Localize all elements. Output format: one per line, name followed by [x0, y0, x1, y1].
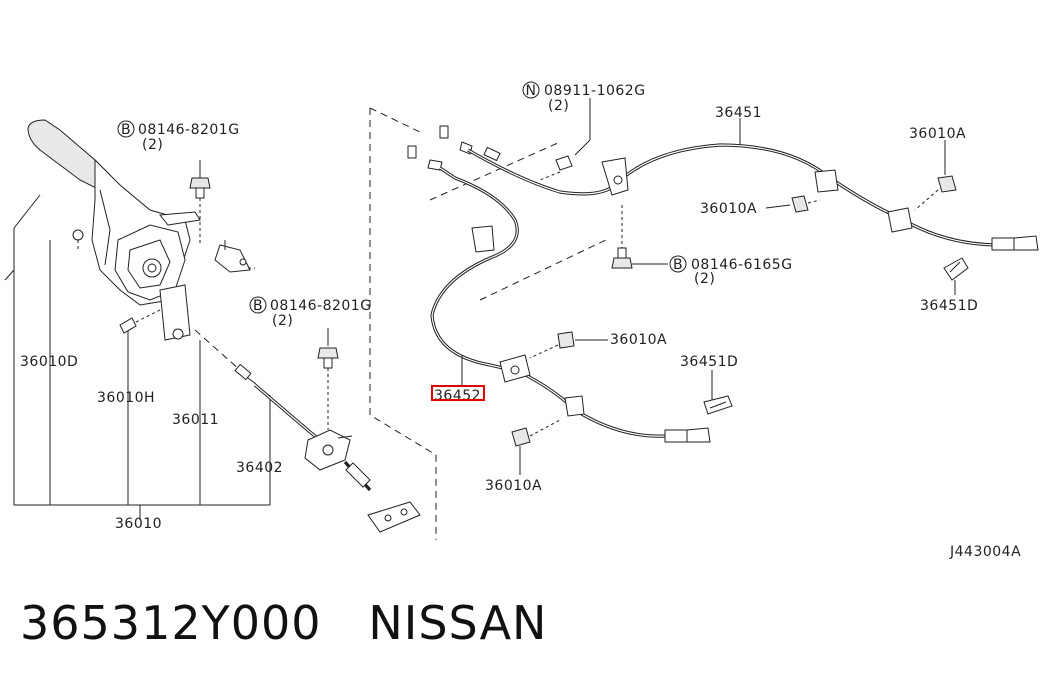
nut-08911-icon	[539, 98, 591, 181]
badge-b-mid: B	[249, 296, 267, 314]
bolt-36010d-icon	[72, 229, 84, 250]
bolt-08146-8201g-mid-icon	[317, 328, 339, 430]
label-bolt-mid-qty: (2)	[272, 313, 293, 329]
clip-36451d-right-icon	[943, 257, 969, 295]
label-diagram-code: J443004A	[949, 544, 1021, 560]
bolt-36010a-right-icon	[914, 140, 957, 211]
label-36010a-bottom: 36010A	[485, 478, 542, 494]
svg-text:B: B	[673, 257, 683, 273]
bolt-36010a-mid-icon	[529, 331, 608, 359]
bolt-36010a-bottom-icon	[511, 419, 561, 475]
bolt-08146-6165g-icon	[611, 205, 668, 269]
label-nut-qty: (2)	[548, 98, 569, 114]
label-36011: 36011	[172, 412, 219, 428]
svg-text:B: B	[253, 298, 263, 314]
highlight-box	[431, 385, 485, 401]
assembly-bracket-lines	[4, 194, 271, 520]
cable-bracket-front	[214, 240, 255, 273]
svg-text:B: B	[121, 122, 131, 138]
bolt-36010a-upper-icon	[765, 195, 821, 213]
label-36010h: 36010H	[97, 390, 155, 406]
label-bolt-08146-8201g-mid: 08146-8201G	[270, 298, 372, 314]
subassembly-frame	[369, 107, 437, 540]
part-number-title: 365312Y000 NISSAN	[20, 596, 548, 650]
label-bolt-top-qty: (2)	[142, 137, 163, 153]
label-cable-36451: 36451	[715, 105, 762, 121]
label-bolt-right-qty: (2)	[694, 271, 715, 287]
rear-cable-left-36452	[407, 145, 711, 443]
svg-text:N: N	[526, 83, 537, 99]
badge-b-right: B	[669, 255, 687, 273]
badge-b-top-left: B	[117, 120, 135, 138]
label-36010a-right: 36010A	[909, 126, 966, 142]
leader-lines	[199, 118, 741, 410]
bolt-36010h-icon	[119, 309, 161, 334]
label-36010: 36010	[115, 516, 162, 532]
front-cable-36402	[194, 329, 421, 533]
label-36402: 36402	[236, 460, 283, 476]
clip-36451d-mid-icon	[703, 370, 733, 415]
badge-n-top: N	[522, 81, 540, 99]
label-36010a-mid: 36010A	[610, 332, 667, 348]
label-36451d-right: 36451D	[920, 298, 978, 314]
parking-brake-lever	[27, 119, 201, 341]
label-bolt-08146-6165g: 08146-6165G	[691, 257, 793, 273]
label-36451d-mid: 36451D	[680, 354, 738, 370]
label-36010a-upper: 36010A	[700, 201, 757, 217]
bolt-08146-8201g-top-icon	[189, 160, 211, 245]
label-bolt-08146-8201g-top: 08146-8201G	[138, 122, 240, 138]
label-36010d: 36010D	[20, 354, 78, 370]
rear-cable-right-36451	[439, 125, 1039, 251]
label-nut-08911-1062g: 08911-1062G	[544, 83, 646, 99]
label-cable-36452: 36452	[434, 388, 481, 404]
subassembly-frame-top	[429, 141, 611, 301]
